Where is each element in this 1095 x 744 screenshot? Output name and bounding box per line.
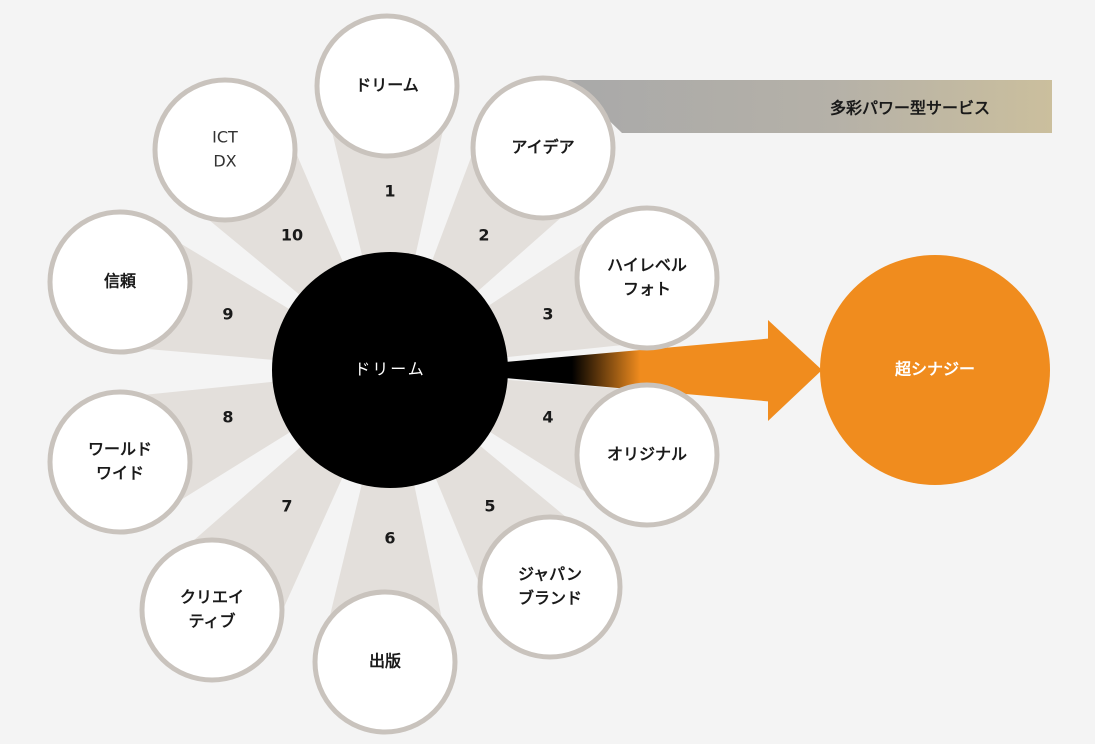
node-label-3-line-1: ハイレベル <box>607 256 687 275</box>
node-number-10: 10 <box>281 226 303 245</box>
node-circle-4 <box>574 382 720 528</box>
center-node: ドリーム <box>272 252 508 488</box>
node-number-6: 6 <box>384 529 395 548</box>
node-number-9: 9 <box>222 305 233 324</box>
node-circle-7 <box>139 537 285 683</box>
node-label-8-line-2: ワイド <box>96 464 144 483</box>
synergy-circle <box>820 255 1050 485</box>
node-2: アイデア <box>470 75 616 221</box>
node-number-7: 7 <box>281 497 292 516</box>
node-label-4-line-1: オリジナル <box>607 445 687 464</box>
node-1: ドリーム <box>314 13 460 159</box>
node-number-5: 5 <box>484 497 495 516</box>
banner: 多彩パワー型サービス <box>567 80 1052 133</box>
node-label-2-line-1: アイデア <box>511 138 574 157</box>
node-number-2: 2 <box>478 226 489 245</box>
synergy-node: 超シナジー <box>820 255 1050 485</box>
node-circle-5 <box>477 514 623 660</box>
node-circle-1 <box>314 13 460 159</box>
center-circle <box>272 252 508 488</box>
node-10: ICT DX <box>152 77 298 223</box>
banner-shape <box>567 80 1052 133</box>
node-label-9-line-1: 信頼 <box>104 272 137 291</box>
node-label-7-line-1: クリエイ <box>180 588 244 607</box>
node-9: 信頼 <box>47 209 193 355</box>
nodes: ドリームアイデアハイレベルフォトオリジナルジャパンブランド出版クリエイティブワー… <box>47 13 720 735</box>
synergy-arrow <box>505 320 822 421</box>
node-label-8-line-1: ワールド <box>88 440 152 459</box>
node-label-1-line-1: ドリーム <box>355 76 419 95</box>
node-circle-2 <box>470 75 616 221</box>
arrow-head <box>768 320 822 421</box>
node-circle-9 <box>47 209 193 355</box>
synergy-label: 超シナジー <box>894 360 975 379</box>
node-number-3: 3 <box>542 305 553 324</box>
node-number-1: 1 <box>384 182 395 201</box>
node-circle-6 <box>312 589 458 735</box>
center-label: ドリーム <box>354 360 426 379</box>
node-number-8: 8 <box>222 408 233 427</box>
banner-label: 多彩パワー型サービス <box>830 99 990 118</box>
node-label-7-line-2: ティブ <box>188 612 235 631</box>
node-6: 出版 <box>312 589 458 735</box>
node-label-5-line-1: ジャパン <box>518 565 582 584</box>
node-label-10-line-1: ICT <box>212 128 238 147</box>
node-circle-8 <box>47 389 193 535</box>
node-circle-3 <box>574 205 720 351</box>
node-4: オリジナル <box>574 382 720 528</box>
arrow-shaft <box>505 338 775 402</box>
node-label-5-line-2: ブランド <box>518 589 582 608</box>
node-number-4: 4 <box>542 408 553 427</box>
node-label-6-line-1: 出版 <box>369 652 401 671</box>
node-label-3-line-2: フォト <box>623 280 671 299</box>
node-circle-10 <box>152 77 298 223</box>
node-label-10-line-2: DX <box>213 152 236 171</box>
